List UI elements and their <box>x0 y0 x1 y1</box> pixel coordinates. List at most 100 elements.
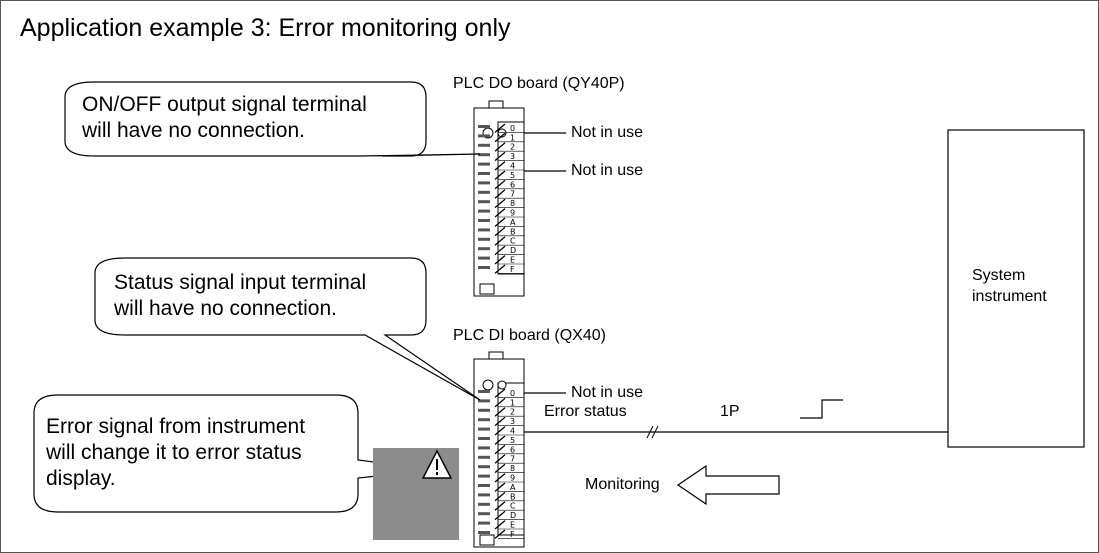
do-terminal-screw-5 <box>494 170 506 180</box>
do-terminal-marking-0 <box>478 125 490 128</box>
do-terminal-screw-6 <box>494 179 506 190</box>
error-status-label: Error status <box>544 403 627 420</box>
do-terminal-screw-8 <box>494 198 506 209</box>
callout-error-line1: Error signal from instrument <box>46 415 306 438</box>
monitoring-arrow-icon <box>676 464 780 506</box>
callout-onoff-bubble <box>64 81 481 157</box>
do-terminal-screw-13 <box>494 245 506 256</box>
do-terminal-terminal-label-15: F <box>510 265 515 274</box>
do-terminal-terminal-label-2: 2 <box>510 143 515 152</box>
callout-error-text: Error signal from instrument will change… <box>46 414 305 492</box>
callout-status-line2: will have no connection. <box>114 297 337 320</box>
callout-onoff-text: ON/OFF output signal terminal will have … <box>82 92 367 144</box>
do-terminal-marking-3 <box>478 153 490 157</box>
wire-tick-1 <box>646 425 654 439</box>
page-title: Application example 3: Error monitoring … <box>20 14 511 42</box>
di-terminal-screw-7 <box>494 454 506 464</box>
not-in-use-label-2: Not in use <box>571 162 644 179</box>
do-terminal-marking-13 <box>478 247 490 251</box>
di-terminal-terminal-label-6: 6 <box>510 445 515 454</box>
di-terminal-screw-2 <box>494 407 506 417</box>
di-board-label: PLC DI board (QX40) <box>453 327 606 344</box>
di-terminal-marking-5 <box>478 437 490 440</box>
instrument-label-line2: instrument <box>972 288 1047 305</box>
di-terminal-marking-3 <box>478 418 490 422</box>
di-terminal-terminal-label-15: F <box>510 530 515 539</box>
callout-error-bubble <box>33 394 437 513</box>
di-terminal-marking-13 <box>478 512 490 516</box>
do-terminal-marking-5 <box>478 172 490 175</box>
callout-status-line1: Status signal input terminal <box>114 271 367 294</box>
callout-onoff-line1: ON/OFF output signal terminal <box>82 93 367 116</box>
di-terminal-terminal-label-14: E <box>510 521 515 530</box>
di-terminal-screw-3 <box>494 416 506 427</box>
di-terminal-screw-1 <box>494 397 506 408</box>
callout-error-line3: display. <box>46 467 116 490</box>
di-terminal-marking-14 <box>478 521 490 525</box>
not-in-use-label-1: Not in use <box>571 124 644 141</box>
di-terminal-screw-12 <box>494 501 506 511</box>
di-terminal-terminal-label-10: A <box>510 483 516 492</box>
di-terminal-terminal-label-5: 5 <box>510 436 515 445</box>
instrument-label-line1: System <box>972 267 1026 284</box>
do-terminal-marking-11 <box>478 228 490 232</box>
do-terminal-marking-10 <box>478 219 490 222</box>
do-terminal-screw-2 <box>494 142 506 152</box>
callout-error-line2: will change it to error status <box>46 441 302 464</box>
not-in-use-label-3: Not in use <box>571 384 644 401</box>
di-terminal-screw-4 <box>494 426 506 436</box>
di-terminal-terminal-label-3: 3 <box>510 417 515 426</box>
di-terminal-marking-12 <box>478 502 490 506</box>
do-terminal-marking-15 <box>478 266 490 269</box>
do-terminal-terminal-label-1: 1 <box>510 133 515 142</box>
do-terminal-marking-14 <box>478 256 490 260</box>
do-terminal-screw-7 <box>494 189 506 199</box>
di-terminal-screw-14 <box>494 520 506 530</box>
do-terminal-terminal-label-6: 6 <box>510 180 515 189</box>
di-terminal-marking-0 <box>478 390 490 393</box>
di-terminal-marking-10 <box>478 484 490 487</box>
do-terminal-terminal-label-3: 3 <box>510 152 515 161</box>
di-terminal-screw-8 <box>494 463 506 474</box>
do-terminal-marking-12 <box>478 237 490 241</box>
di-terminal-screw-10 <box>494 482 506 492</box>
do-terminal-terminal-label-10: A <box>510 218 516 227</box>
system-instrument-box <box>947 129 1085 448</box>
do-terminal-screw-4 <box>494 161 506 171</box>
do-terminal-screw-11 <box>494 226 506 237</box>
do-terminal-marking-7 <box>478 190 490 194</box>
do-terminal-screw-0 <box>494 123 506 133</box>
di-terminal-screw-15 <box>494 529 506 539</box>
do-terminal-terminal-label-12: C <box>510 237 516 246</box>
warning-display-box <box>373 448 459 540</box>
callout-status-bubble <box>94 257 481 401</box>
di-terminal-terminal-label-11: B <box>510 492 516 501</box>
do-terminal-terminal-label-5: 5 <box>510 171 515 180</box>
wire-count-label: 1P <box>720 403 740 420</box>
do-terminal-screw-15 <box>494 264 506 274</box>
monitoring-label: Monitoring <box>585 476 660 493</box>
di-terminal-terminal-label-1: 1 <box>510 398 515 407</box>
di-terminal-marking-1 <box>478 399 490 403</box>
di-terminal-marking-15 <box>478 531 490 534</box>
di-terminal-marking-9 <box>478 474 490 478</box>
do-terminal-screw-14 <box>494 255 506 265</box>
di-terminal-screw-9 <box>494 473 506 483</box>
callout-onoff-line2: will have no connection. <box>82 119 305 142</box>
warning-triangle-icon <box>421 449 453 479</box>
di-terminal-marking-8 <box>478 465 490 469</box>
di-terminal-marking-6 <box>478 446 490 450</box>
do-terminal-terminal-label-7: 7 <box>510 190 515 199</box>
do-terminal-terminal-label-8: 8 <box>510 199 515 208</box>
do-terminal-screw-1 <box>494 132 506 143</box>
do-terminal-terminal-label-13: D <box>510 246 516 255</box>
do-terminal-screw-3 <box>494 151 506 162</box>
di-terminal-terminal-label-7: 7 <box>510 455 515 464</box>
di-terminal-marking-4 <box>478 427 490 431</box>
callout-status-text: Status signal input terminal will have n… <box>114 270 366 322</box>
do-terminal-marking-9 <box>478 209 490 213</box>
di-terminal-terminal-label-8: 8 <box>510 464 515 473</box>
do-terminal-marking-4 <box>478 162 490 166</box>
